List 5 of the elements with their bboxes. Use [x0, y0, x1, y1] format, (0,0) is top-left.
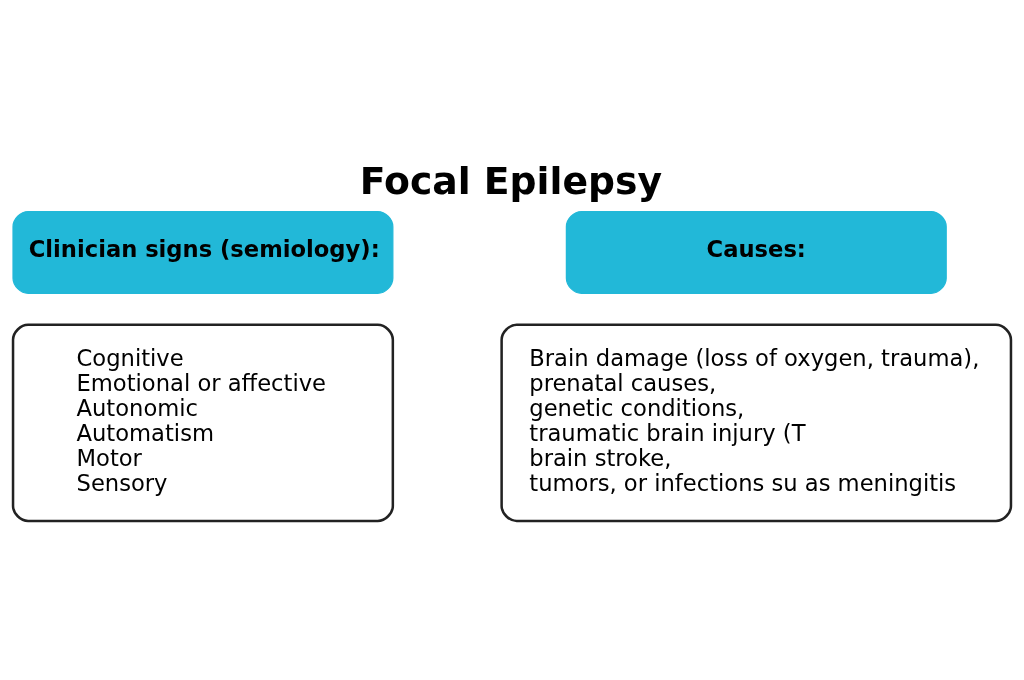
node-box: Causes: — [565, 210, 947, 294]
node-box: Brain damage (loss of oxygen, trauma), prenatal causes, genetic conditions, traumatic brain injury (T brain stroke, tumors, or infections su as meningitis — [500, 323, 1013, 522]
diagram-title: Focal Epilepsy — [359, 158, 663, 203]
node-box: Clinician signs (semiology): — [12, 210, 394, 294]
node-box: Cognitive Emotional or affective Autonomic Automatism Motor Sensory — [11, 323, 395, 522]
